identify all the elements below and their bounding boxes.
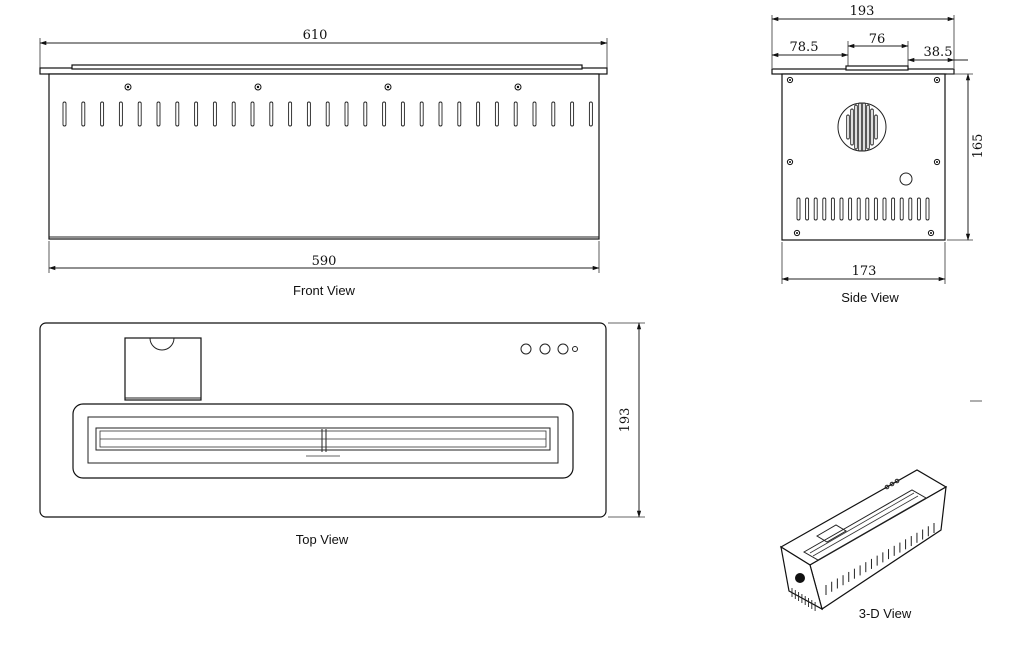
side-fan-grille [837, 102, 887, 152]
vent-slot [899, 197, 904, 221]
vent-slot [382, 101, 387, 127]
grille-bar [870, 108, 874, 146]
vent-slot [137, 101, 142, 127]
iso-end-vent-slots [791, 588, 816, 611]
front-view: 610 590 Front View [39, 28, 608, 298]
top-control-buttons [520, 343, 578, 355]
vent-slot [588, 101, 593, 127]
vent-slot [231, 101, 236, 127]
front-lid-plate [71, 64, 583, 70]
vent-slot [830, 197, 835, 221]
iso-view: 3-D View [779, 469, 948, 621]
vent-slot [344, 101, 349, 127]
side-dim-top-label: 193 [850, 4, 875, 19]
top-dim-height-label: 193 [618, 408, 633, 433]
vent-slot [438, 101, 443, 127]
iso-power-hole [795, 573, 805, 583]
vent-slot [873, 197, 878, 221]
side-dim-left-label: 78.5 [790, 40, 819, 55]
vent-slot [494, 101, 499, 127]
vent-slot [419, 101, 424, 127]
side-power-hole [899, 172, 913, 186]
vent-slot [805, 197, 810, 221]
grille-bar [874, 114, 878, 140]
grille-bar [850, 108, 854, 146]
top-dim-height: 193 [608, 322, 645, 518]
iso-control-dots [884, 478, 900, 490]
side-dim-bottom: 173 [781, 242, 946, 284]
side-dim-top: 193 [771, 4, 955, 68]
vent-slot [856, 197, 861, 221]
top-view: 193 Top View [39, 322, 645, 547]
side-dim-bottom-label: 173 [852, 264, 877, 279]
front-dim-top-label: 610 [303, 28, 328, 43]
vent-slot [400, 101, 405, 127]
side-dim-right-label: 38.5 [924, 45, 953, 60]
vent-slot [457, 101, 462, 127]
vent-slot [62, 101, 67, 127]
vent-slot [848, 197, 853, 221]
vent-slot [288, 101, 293, 127]
top-burner-tray [72, 403, 574, 479]
vent-slot [908, 197, 913, 221]
grille-bar [846, 114, 850, 140]
vent-slot [925, 197, 930, 221]
vent-slot [916, 197, 921, 221]
side-vent-slots [796, 197, 930, 221]
vent-slot [551, 101, 556, 127]
grille-bar [858, 102, 862, 152]
side-screws [786, 76, 941, 237]
front-vent-slots [62, 101, 593, 127]
side-body [781, 73, 946, 241]
vent-slot [822, 197, 827, 221]
vent-slot [796, 197, 801, 221]
vent-slot [325, 101, 330, 127]
vent-slot [250, 101, 255, 127]
side-dim-sub: 78.5 76 38.5 [771, 32, 968, 68]
side-dim-height-label: 165 [971, 134, 986, 159]
iso-vent-slots [825, 523, 935, 595]
vent-slot [813, 197, 818, 221]
vent-slot [839, 197, 844, 221]
front-dim-bottom: 590 [48, 241, 600, 273]
side-dim-mid-label: 76 [869, 32, 886, 47]
iso-fill-tab [816, 524, 847, 543]
vent-slot [570, 101, 575, 127]
vent-slot [513, 101, 518, 127]
side-view: 193 78.5 76 38.5 [771, 4, 986, 305]
vent-slot [175, 101, 180, 127]
vent-slot [891, 197, 896, 221]
vent-slot [194, 101, 199, 127]
grille-bar [866, 104, 870, 150]
vent-slot [476, 101, 481, 127]
vent-slot [532, 101, 537, 127]
vent-slot [118, 101, 123, 127]
side-dim-height: 165 [947, 73, 986, 241]
grille-bar [862, 102, 866, 152]
top-fill-tab [124, 337, 202, 401]
side-view-caption: Side View [841, 290, 899, 305]
vent-slot [100, 101, 105, 127]
vent-slot [306, 101, 311, 127]
vent-slot [81, 101, 86, 127]
front-screws [124, 83, 522, 91]
vent-slot [882, 197, 887, 221]
vent-slot [269, 101, 274, 127]
front-view-caption: Front View [293, 283, 356, 298]
vent-slot [865, 197, 870, 221]
side-lid-plate [845, 65, 909, 71]
top-view-caption: Top View [296, 532, 349, 547]
iso-view-caption: 3-D View [859, 606, 912, 621]
front-dim-bottom-label: 590 [312, 254, 337, 269]
front-dim-top: 610 [39, 28, 608, 74]
vent-slot [363, 101, 368, 127]
vent-slot [156, 101, 161, 127]
vent-slot [212, 101, 217, 127]
grille-bar [854, 104, 858, 150]
iso-burner-slot [802, 489, 928, 561]
front-body [48, 73, 600, 240]
